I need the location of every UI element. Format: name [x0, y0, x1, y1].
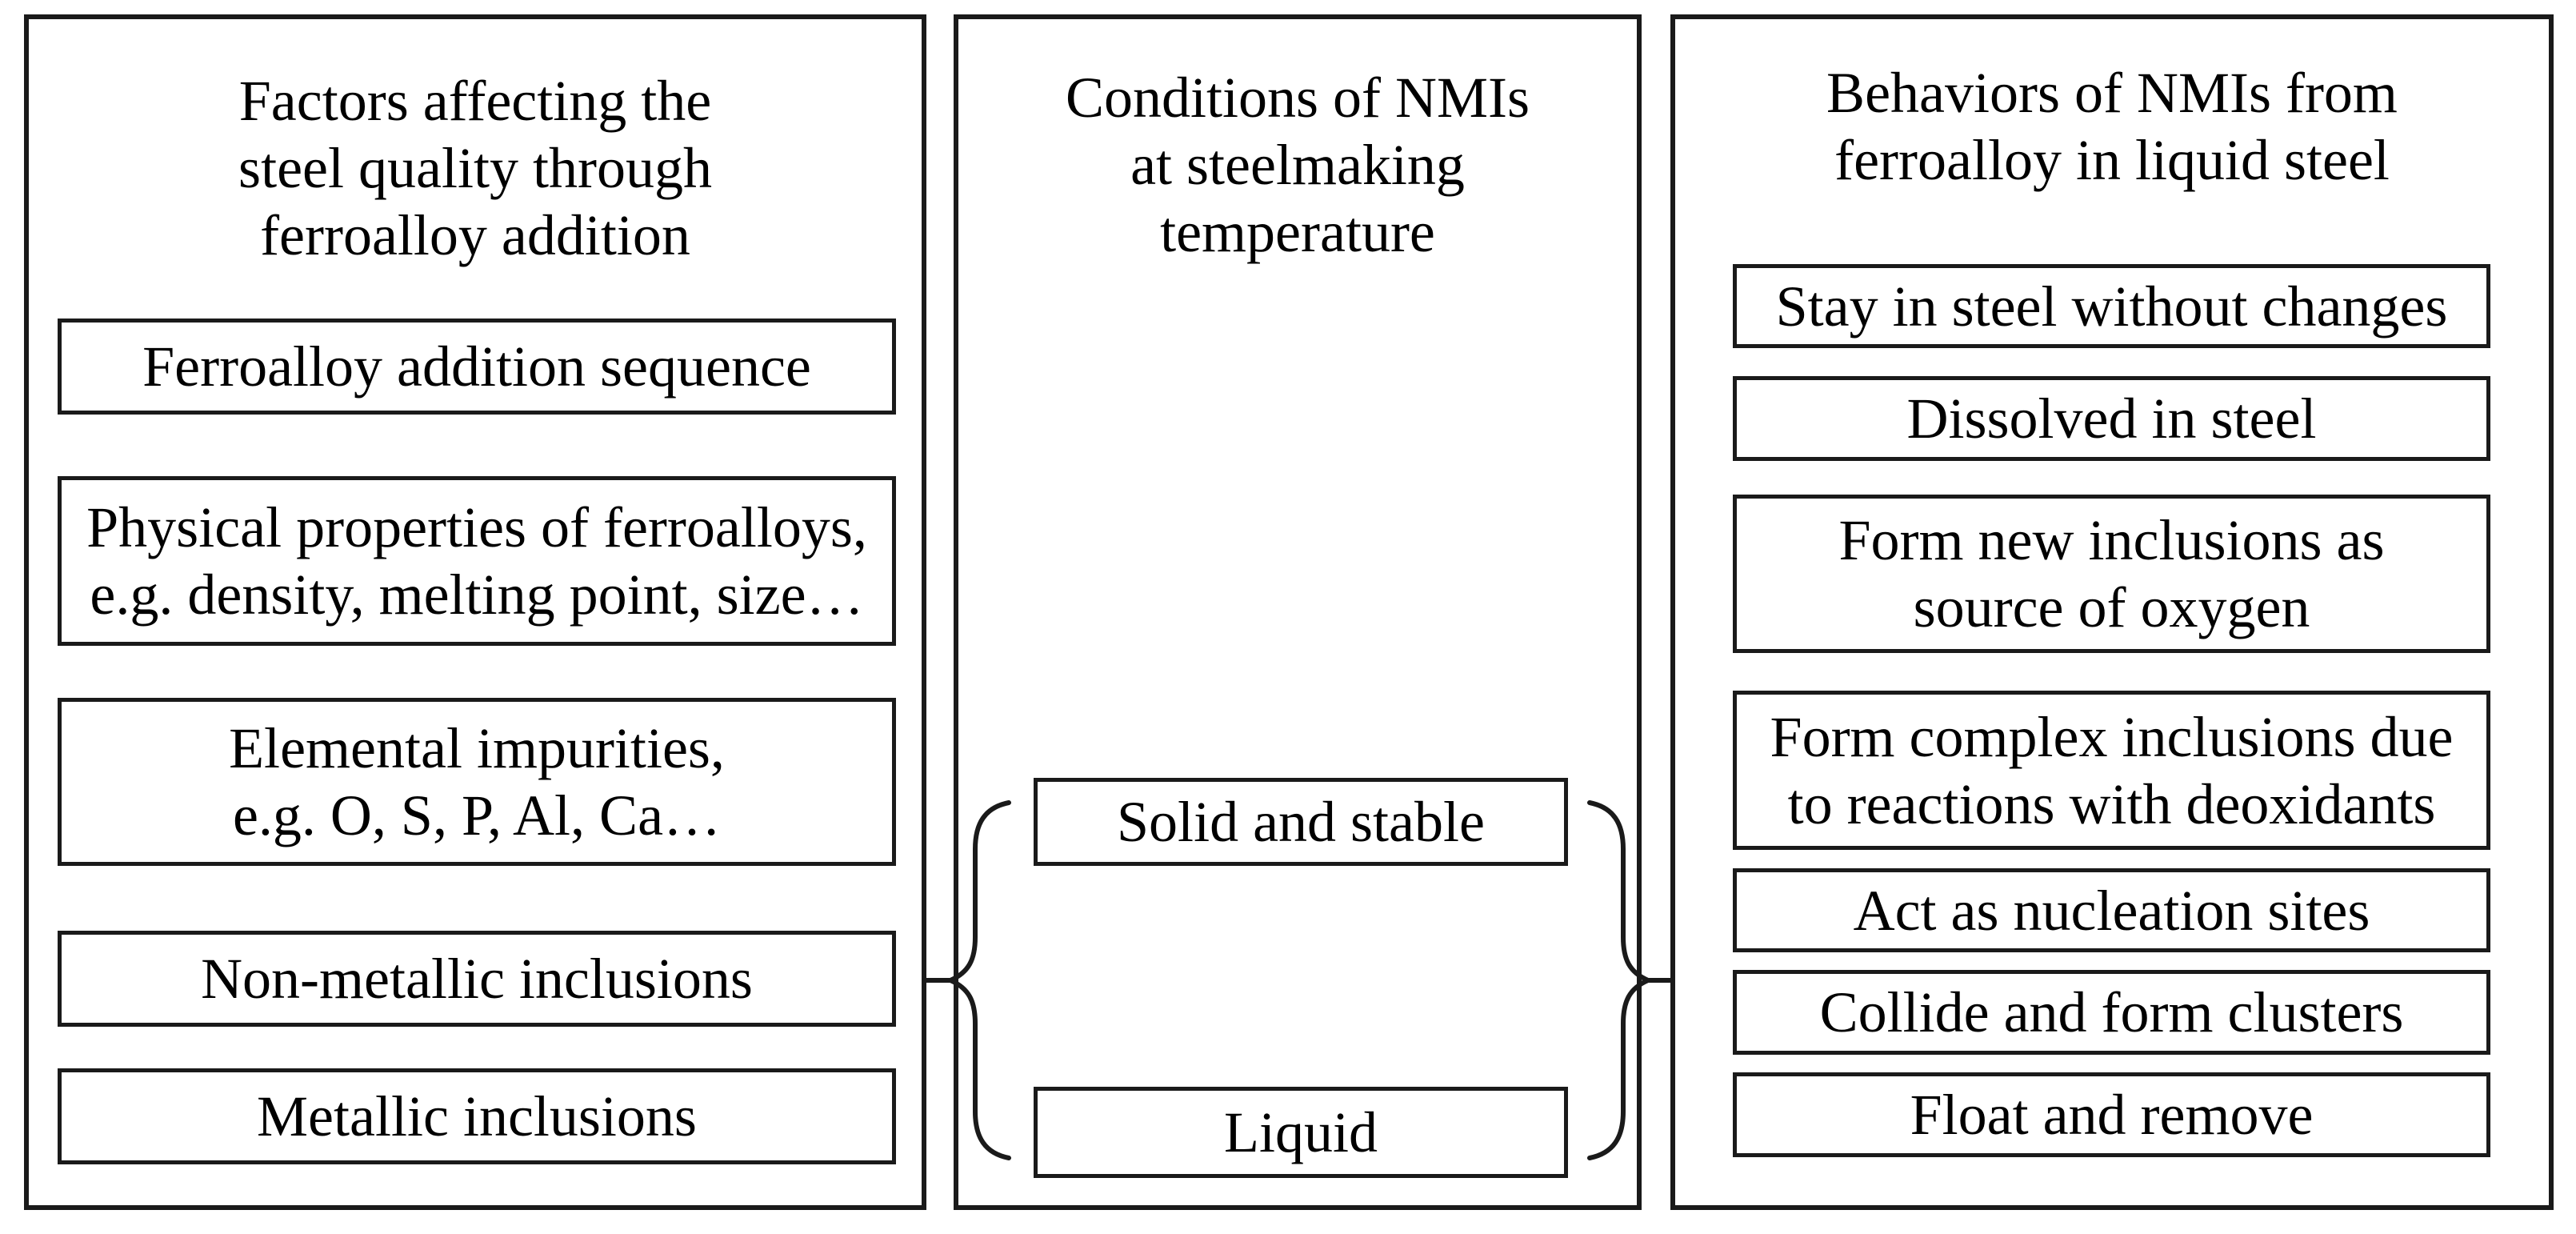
box-label: Liquid — [1224, 1100, 1378, 1164]
box-label: Form new inclusions as source of oxygen — [1838, 508, 2385, 639]
box-ferroalloy-addition-sequence: Ferroalloy addition sequence — [58, 319, 896, 415]
box-collide-form-clusters: Collide and form clusters — [1733, 970, 2490, 1055]
conditions-panel — [954, 14, 1642, 1210]
box-label: Dissolved in steel — [1906, 387, 2317, 451]
box-label: Metallic inclusions — [257, 1084, 697, 1148]
box-label: Form complex inclusions due to reactions… — [1770, 704, 2454, 836]
box-metallic-inclusions: Metallic inclusions — [58, 1068, 896, 1164]
box-label: Act as nucleation sites — [1853, 878, 2370, 943]
box-label: Elemental impurities, e.g. O, S, P, Al, … — [229, 716, 725, 847]
behaviors-panel-title: Behaviors of NMIs from ferroalloy in liq… — [1826, 61, 2398, 192]
box-label: Float and remove — [1910, 1083, 2314, 1147]
box-non-metallic-inclusions: Non-metallic inclusions — [58, 931, 896, 1027]
right-curly-brace — [1587, 800, 1674, 1160]
conditions-panel-title: Conditions of NMIs at steelmaking temper… — [1065, 66, 1530, 264]
box-act-as-nucleation-sites: Act as nucleation sites — [1733, 868, 2490, 952]
left-curly-brace — [924, 800, 1011, 1160]
box-elemental-impurities: Elemental impurities, e.g. O, S, P, Al, … — [58, 698, 896, 866]
box-stay-in-steel: Stay in steel without changes — [1733, 264, 2490, 348]
box-dissolved-in-steel: Dissolved in steel — [1733, 376, 2490, 461]
box-form-new-inclusions: Form new inclusions as source of oxygen — [1733, 495, 2490, 653]
factors-panel-title: Factors affecting the steel quality thro… — [238, 69, 712, 267]
box-physical-properties: Physical properties of ferroalloys, e.g.… — [58, 476, 896, 646]
box-label: Physical properties of ferroalloys, e.g.… — [86, 495, 867, 627]
box-float-and-remove: Float and remove — [1733, 1072, 2490, 1157]
box-liquid: Liquid — [1034, 1087, 1568, 1178]
box-form-complex-inclusions: Form complex inclusions due to reactions… — [1733, 691, 2490, 850]
box-label: Non-metallic inclusions — [201, 947, 753, 1011]
box-label: Stay in steel without changes — [1775, 274, 2448, 339]
box-label: Solid and stable — [1117, 790, 1485, 854]
box-label: Collide and form clusters — [1819, 980, 2404, 1044]
box-solid-and-stable: Solid and stable — [1034, 778, 1568, 866]
box-label: Ferroalloy addition sequence — [142, 335, 811, 399]
